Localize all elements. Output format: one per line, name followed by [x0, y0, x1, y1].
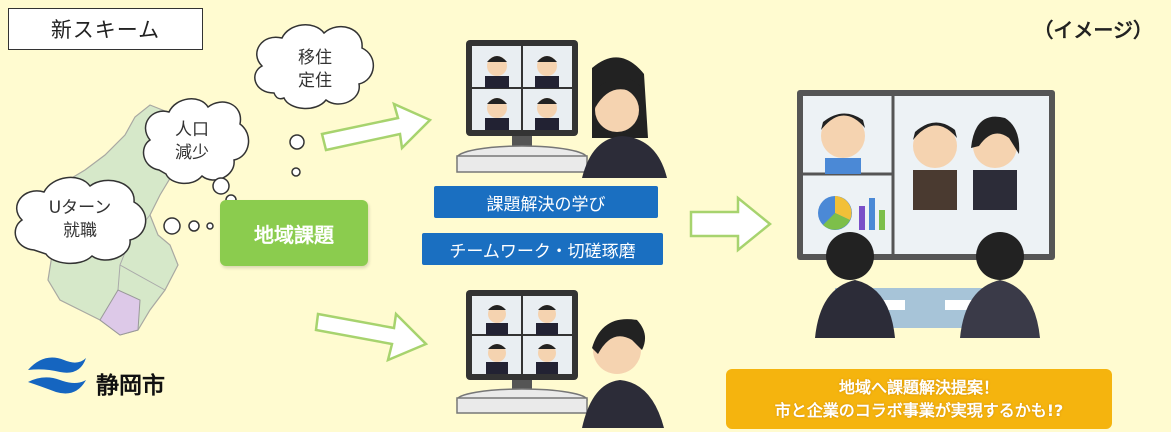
bubble-population-text: 人口 減少 [152, 112, 232, 172]
proposal-line2: 市と企業のコラボ事業が実現するかも!? [774, 401, 1064, 420]
business-meeting-illustration [797, 90, 1055, 338]
arrow-right [689, 195, 772, 253]
city-name: 静岡市 [96, 373, 165, 399]
shizuoka-city-logo-icon [28, 357, 86, 394]
scheme-label: 新スキーム [8, 8, 203, 50]
bubble-migration-line2: 定住 [298, 71, 332, 91]
bubble-migration-line1: 移住 [298, 48, 332, 69]
thought-bubble-uturn [14, 176, 147, 265]
arrow-up-right [320, 101, 433, 152]
bubble-migration-text: 移住 定住 [270, 40, 360, 100]
learning-label: 課題解決の学び [434, 186, 658, 218]
regional-issue-box: 地域課題 [220, 200, 368, 266]
proposal-box: 地域へ課題解決提案！ 市と企業のコラボ事業が実現するかも!? [726, 369, 1112, 429]
image-label: （イメージ） [1033, 18, 1153, 42]
arrow-down-right [314, 311, 429, 363]
proposal-line1: 地域へ課題解決提案！ [838, 377, 999, 397]
teamwork-label: チームワーク・切磋琢磨 [422, 233, 663, 265]
bubble-population-line1: 人口 [175, 120, 209, 141]
bubble-uturn-line1: Uターン [48, 198, 112, 219]
thought-bubble-population [142, 98, 250, 185]
online-meeting-bottom-illustration [456, 290, 664, 428]
bubble-uturn-text: Uターン 就職 [30, 190, 130, 250]
online-meeting-top-illustration [456, 40, 667, 178]
thought-bubble-migration [254, 24, 374, 110]
bubble-population-line2: 減少 [175, 143, 209, 163]
bubble-uturn-line2: 就職 [63, 221, 97, 241]
